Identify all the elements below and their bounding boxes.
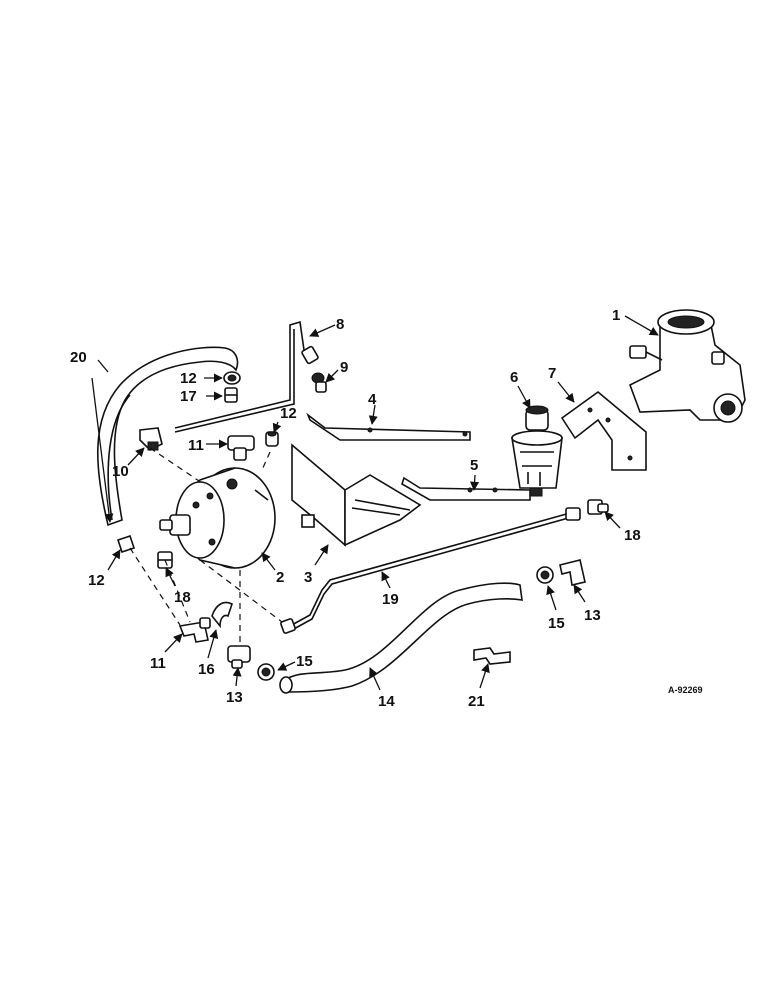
strap-part-4 xyxy=(306,412,471,441)
callout-5: 5 xyxy=(470,457,478,474)
leader-lines xyxy=(91,315,659,691)
callout-12-lower: 12 xyxy=(88,572,105,589)
pump-part-2 xyxy=(159,467,276,569)
callout-14: 14 xyxy=(378,693,395,710)
callout-7: 7 xyxy=(548,365,556,382)
callout-4: 4 xyxy=(368,391,377,408)
strap-part-5 xyxy=(401,476,531,501)
callout-6: 6 xyxy=(510,369,518,386)
callout-11-upper: 11 xyxy=(188,437,204,454)
callout-labels: 1 2 3 4 5 6 7 8 9 10 11 11 12 12 12 13 1… xyxy=(70,307,703,710)
callout-21: 21 xyxy=(468,693,485,710)
callout-20: 20 xyxy=(70,349,87,366)
fitting-part-18-right xyxy=(587,499,609,515)
callout-8: 8 xyxy=(336,316,344,333)
cap-part-12-mid xyxy=(265,431,279,447)
bracket-part-7 xyxy=(560,390,647,471)
callout-1: 1 xyxy=(612,307,620,324)
callout-12-mid: 12 xyxy=(280,405,297,422)
elbow-part-10 xyxy=(139,427,163,451)
callout-2: 2 xyxy=(276,569,284,586)
callout-17: 17 xyxy=(180,388,197,405)
nut-part-12-top xyxy=(223,371,241,385)
tube-part-19 xyxy=(280,507,581,634)
callout-12-top: 12 xyxy=(180,370,197,387)
fitting-part-9 xyxy=(311,372,327,393)
callout-18-left: 18 xyxy=(174,589,191,606)
bracket-part-3 xyxy=(291,443,422,547)
tee-part-11-lower xyxy=(178,617,211,643)
callout-16: 16 xyxy=(198,661,215,678)
tube-part-8 xyxy=(174,320,319,433)
elbow-part-16 xyxy=(211,601,233,629)
callout-15-lower: 15 xyxy=(296,653,313,670)
callout-18-right: 18 xyxy=(624,527,641,544)
clip-part-21 xyxy=(473,647,511,665)
housing-part-1 xyxy=(629,309,746,423)
callout-15-right: 15 xyxy=(548,615,565,632)
callout-9: 9 xyxy=(340,359,348,376)
callout-13-lower: 13 xyxy=(226,689,243,706)
tee-part-13-lower xyxy=(227,645,251,669)
callout-11-lower: 11 xyxy=(150,655,166,672)
clamp-part-15-lower xyxy=(257,663,275,681)
callout-19: 19 xyxy=(382,591,399,608)
elbow-part-13-right xyxy=(559,559,586,586)
hose-part-20 xyxy=(96,346,239,527)
filter-part-6 xyxy=(511,405,563,497)
callout-10: 10 xyxy=(112,463,129,480)
callout-3: 3 xyxy=(304,569,312,586)
hose-part-14 xyxy=(279,582,523,694)
tee-part-11-upper xyxy=(227,435,255,461)
callout-13-right: 13 xyxy=(584,607,601,624)
fitting-part-17 xyxy=(224,387,238,403)
clamp-part-15-right xyxy=(536,566,554,584)
reference-code: A-92269 xyxy=(668,685,703,695)
